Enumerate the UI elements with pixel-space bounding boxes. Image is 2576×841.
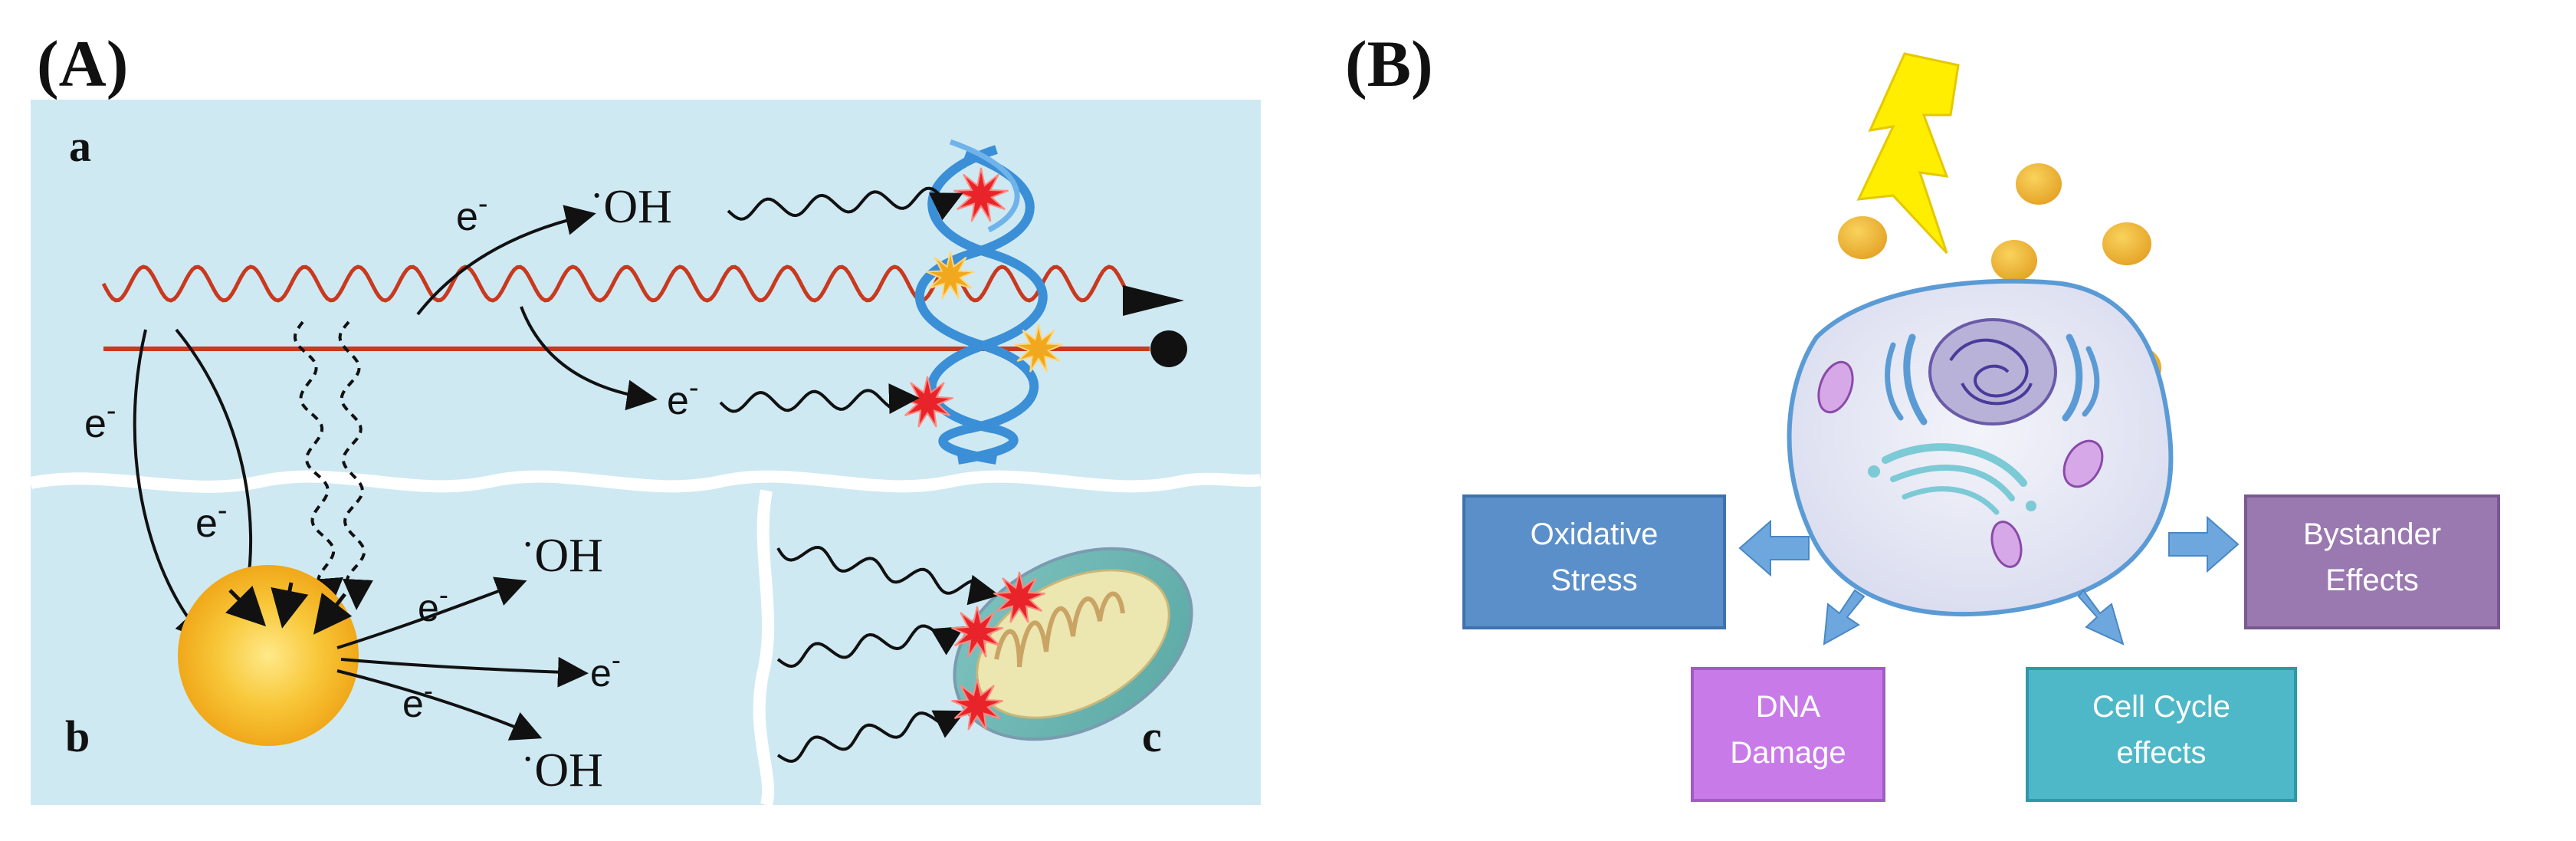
panel-a-diagram: a b c e- ·OH e- e- e-: [29, 100, 1262, 807]
nanoparticle-icon: [2016, 163, 2062, 205]
emission-arrow: [340, 656, 589, 688]
electron-label: e-: [402, 675, 433, 725]
mito-wavy-arrow: [776, 624, 965, 669]
mito-damage-star: [993, 571, 1045, 623]
hydroxyl-radical-label: ·OH: [521, 738, 603, 797]
svg-text:Oxidative: Oxidative: [1531, 517, 1659, 551]
emission-arrow: [336, 577, 527, 649]
svg-text:Damage: Damage: [1730, 736, 1846, 770]
electron-wavy-arrow: [719, 383, 920, 415]
dna-damage-star: [953, 167, 1009, 222]
cell: [1787, 278, 2174, 617]
mito-wavy-arrow: [776, 545, 1000, 606]
mito-damage-star: [951, 606, 1003, 658]
svg-text:Effects: Effects: [2325, 563, 2419, 597]
electron-arrow: [520, 306, 658, 411]
svg-text:effects: effects: [2116, 736, 2206, 770]
svg-text:DNA: DNA: [1756, 690, 1821, 724]
electron-label: e-: [418, 579, 448, 629]
subpanel-a-letter: a: [69, 121, 91, 171]
radical-wavy-arrow: [727, 186, 963, 221]
svg-text:Stress: Stress: [1551, 563, 1637, 597]
radiation-lightning-icon: [1856, 52, 1960, 255]
photon-arrowhead: [1123, 285, 1184, 316]
gold-nanoparticle: [178, 565, 359, 746]
nanoparticle-icon: [1838, 216, 1887, 259]
panel-b-diagram: Oxidative Stress DNA Damage Cell Cycle e…: [1462, 52, 2500, 802]
nanoparticle-icon: [2102, 222, 2151, 265]
panel-a-letter: (A): [37, 27, 129, 100]
panel-b-letter: (B): [1345, 27, 1433, 100]
arrow-to-dna: [1823, 589, 1866, 646]
electron-arrow: [175, 328, 265, 604]
photon-dashed-arrow: [293, 320, 344, 609]
separator-horizontal: [29, 470, 1262, 493]
electron-label: e-: [84, 395, 116, 446]
arrow-to-bystander: [2168, 515, 2240, 573]
nanoparticle-icon: [1991, 240, 2037, 281]
cell-cycle-effects-box: Cell Cycle effects: [2026, 667, 2297, 802]
electron-arrow: [416, 205, 596, 316]
svg-text:Cell Cycle: Cell Cycle: [2092, 690, 2230, 724]
arrow-to-oxidative: [1738, 519, 1810, 577]
electron-arrow: [133, 329, 208, 641]
electron-label: e-: [590, 644, 621, 695]
subpanel-b-letter: b: [65, 711, 90, 761]
arrow-to-cellcycle: [2077, 589, 2125, 646]
nucleus: [1928, 318, 2057, 425]
bystander-effects-box: Bystander Effects: [2244, 494, 2500, 629]
photon-dashed-arrow: [338, 320, 373, 610]
electron-label: e-: [667, 372, 699, 423]
hydroxyl-radical-label: ·OH: [590, 174, 672, 233]
particle-head: [1150, 330, 1187, 367]
mito-wavy-arrow: [776, 710, 966, 764]
separator-vertical: [753, 489, 775, 807]
nanoparticle-impacts: [225, 582, 353, 635]
hydroxyl-radical-label: ·OH: [521, 523, 603, 582]
dna-damage-star: [926, 251, 975, 300]
subpanel-c-letter: c: [1142, 711, 1162, 761]
oxidative-stress-box: Oxidative Stress: [1462, 494, 1726, 629]
electron-label: e-: [456, 188, 488, 239]
dna-damage-box: DNA Damage: [1691, 667, 1885, 802]
mito-damage-star: [951, 678, 1003, 731]
emission-arrow: [336, 669, 543, 741]
dna-damage-star: [1014, 324, 1063, 373]
electron-label: e-: [195, 494, 228, 546]
svg-text:Bystander: Bystander: [2303, 517, 2441, 551]
